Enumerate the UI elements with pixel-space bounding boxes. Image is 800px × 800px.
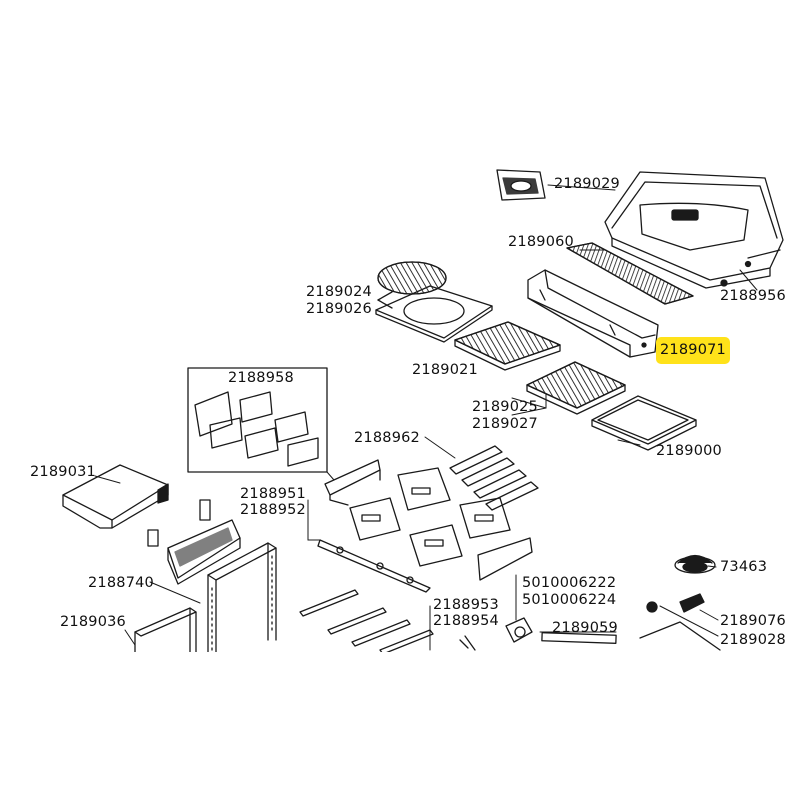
- cart-frame-part: [207, 542, 277, 661]
- part-label-5010006224: 5010006224: [522, 592, 617, 608]
- warming-rack-part: [566, 242, 694, 305]
- part-label-2189026: 2189026: [306, 301, 372, 317]
- firebox-plates-part: [324, 459, 533, 581]
- side-shelf-part: [62, 464, 169, 529]
- bottom-whitespace: [0, 652, 800, 800]
- part-label-73463: 73463: [720, 559, 768, 575]
- part-label-2189028: 2189028: [720, 632, 786, 648]
- part-label-2188954: 2188954: [433, 613, 499, 629]
- part-label-2188953: 2188953: [433, 597, 499, 613]
- part-label-2189071[interactable]: 2189071: [660, 342, 726, 358]
- part-label-2189000: 2189000: [656, 443, 722, 459]
- handle-part: [496, 169, 546, 201]
- regulator-part: [459, 617, 533, 651]
- burner-rail-part: [317, 539, 431, 593]
- leader-lines: [94, 184, 758, 651]
- side-burner-valve-part: [639, 593, 721, 651]
- heat-shield-set-part: [187, 367, 328, 473]
- highlight-marker: [656, 337, 730, 364]
- burner-cap-part: [674, 554, 716, 574]
- part-label-2188958: 2188958: [228, 370, 294, 386]
- pizza-stone-part: [377, 261, 447, 295]
- part-label-2188956: 2188956: [720, 288, 786, 304]
- insert-frame-part: [375, 285, 493, 343]
- part-label-2189059: 2189059: [552, 620, 618, 636]
- part-label-2189024: 2189024: [306, 284, 372, 300]
- part-label-2189027: 2189027: [472, 416, 538, 432]
- cooking-grid-part: [454, 321, 561, 371]
- part-label-5010006222: 5010006222: [522, 575, 617, 591]
- part-label-2189025: 2189025: [472, 399, 538, 415]
- burner-tubes-part: [299, 589, 434, 655]
- part-label-2189021: 2189021: [412, 362, 478, 378]
- part-label-2188740: 2188740: [88, 575, 154, 591]
- part-label-2188962: 2188962: [354, 430, 420, 446]
- part-label-2189029: 2189029: [554, 176, 620, 192]
- part-label-2189076: 2189076: [720, 613, 786, 629]
- flame-tamers-part: [449, 445, 539, 511]
- cast-grid-part: [526, 361, 626, 415]
- lid-hood-part: [604, 171, 784, 289]
- part-label-2189031: 2189031: [30, 464, 96, 480]
- part-label-2188951: 2188951: [240, 486, 306, 502]
- part-label-2189060: 2189060: [508, 234, 574, 250]
- griddle-plate-part: [591, 395, 697, 451]
- part-label-2189036: 2189036: [60, 614, 126, 630]
- control-panel-part: [147, 499, 241, 585]
- ignitor-part: [541, 632, 617, 644]
- part-label-2188952: 2188952: [240, 502, 306, 518]
